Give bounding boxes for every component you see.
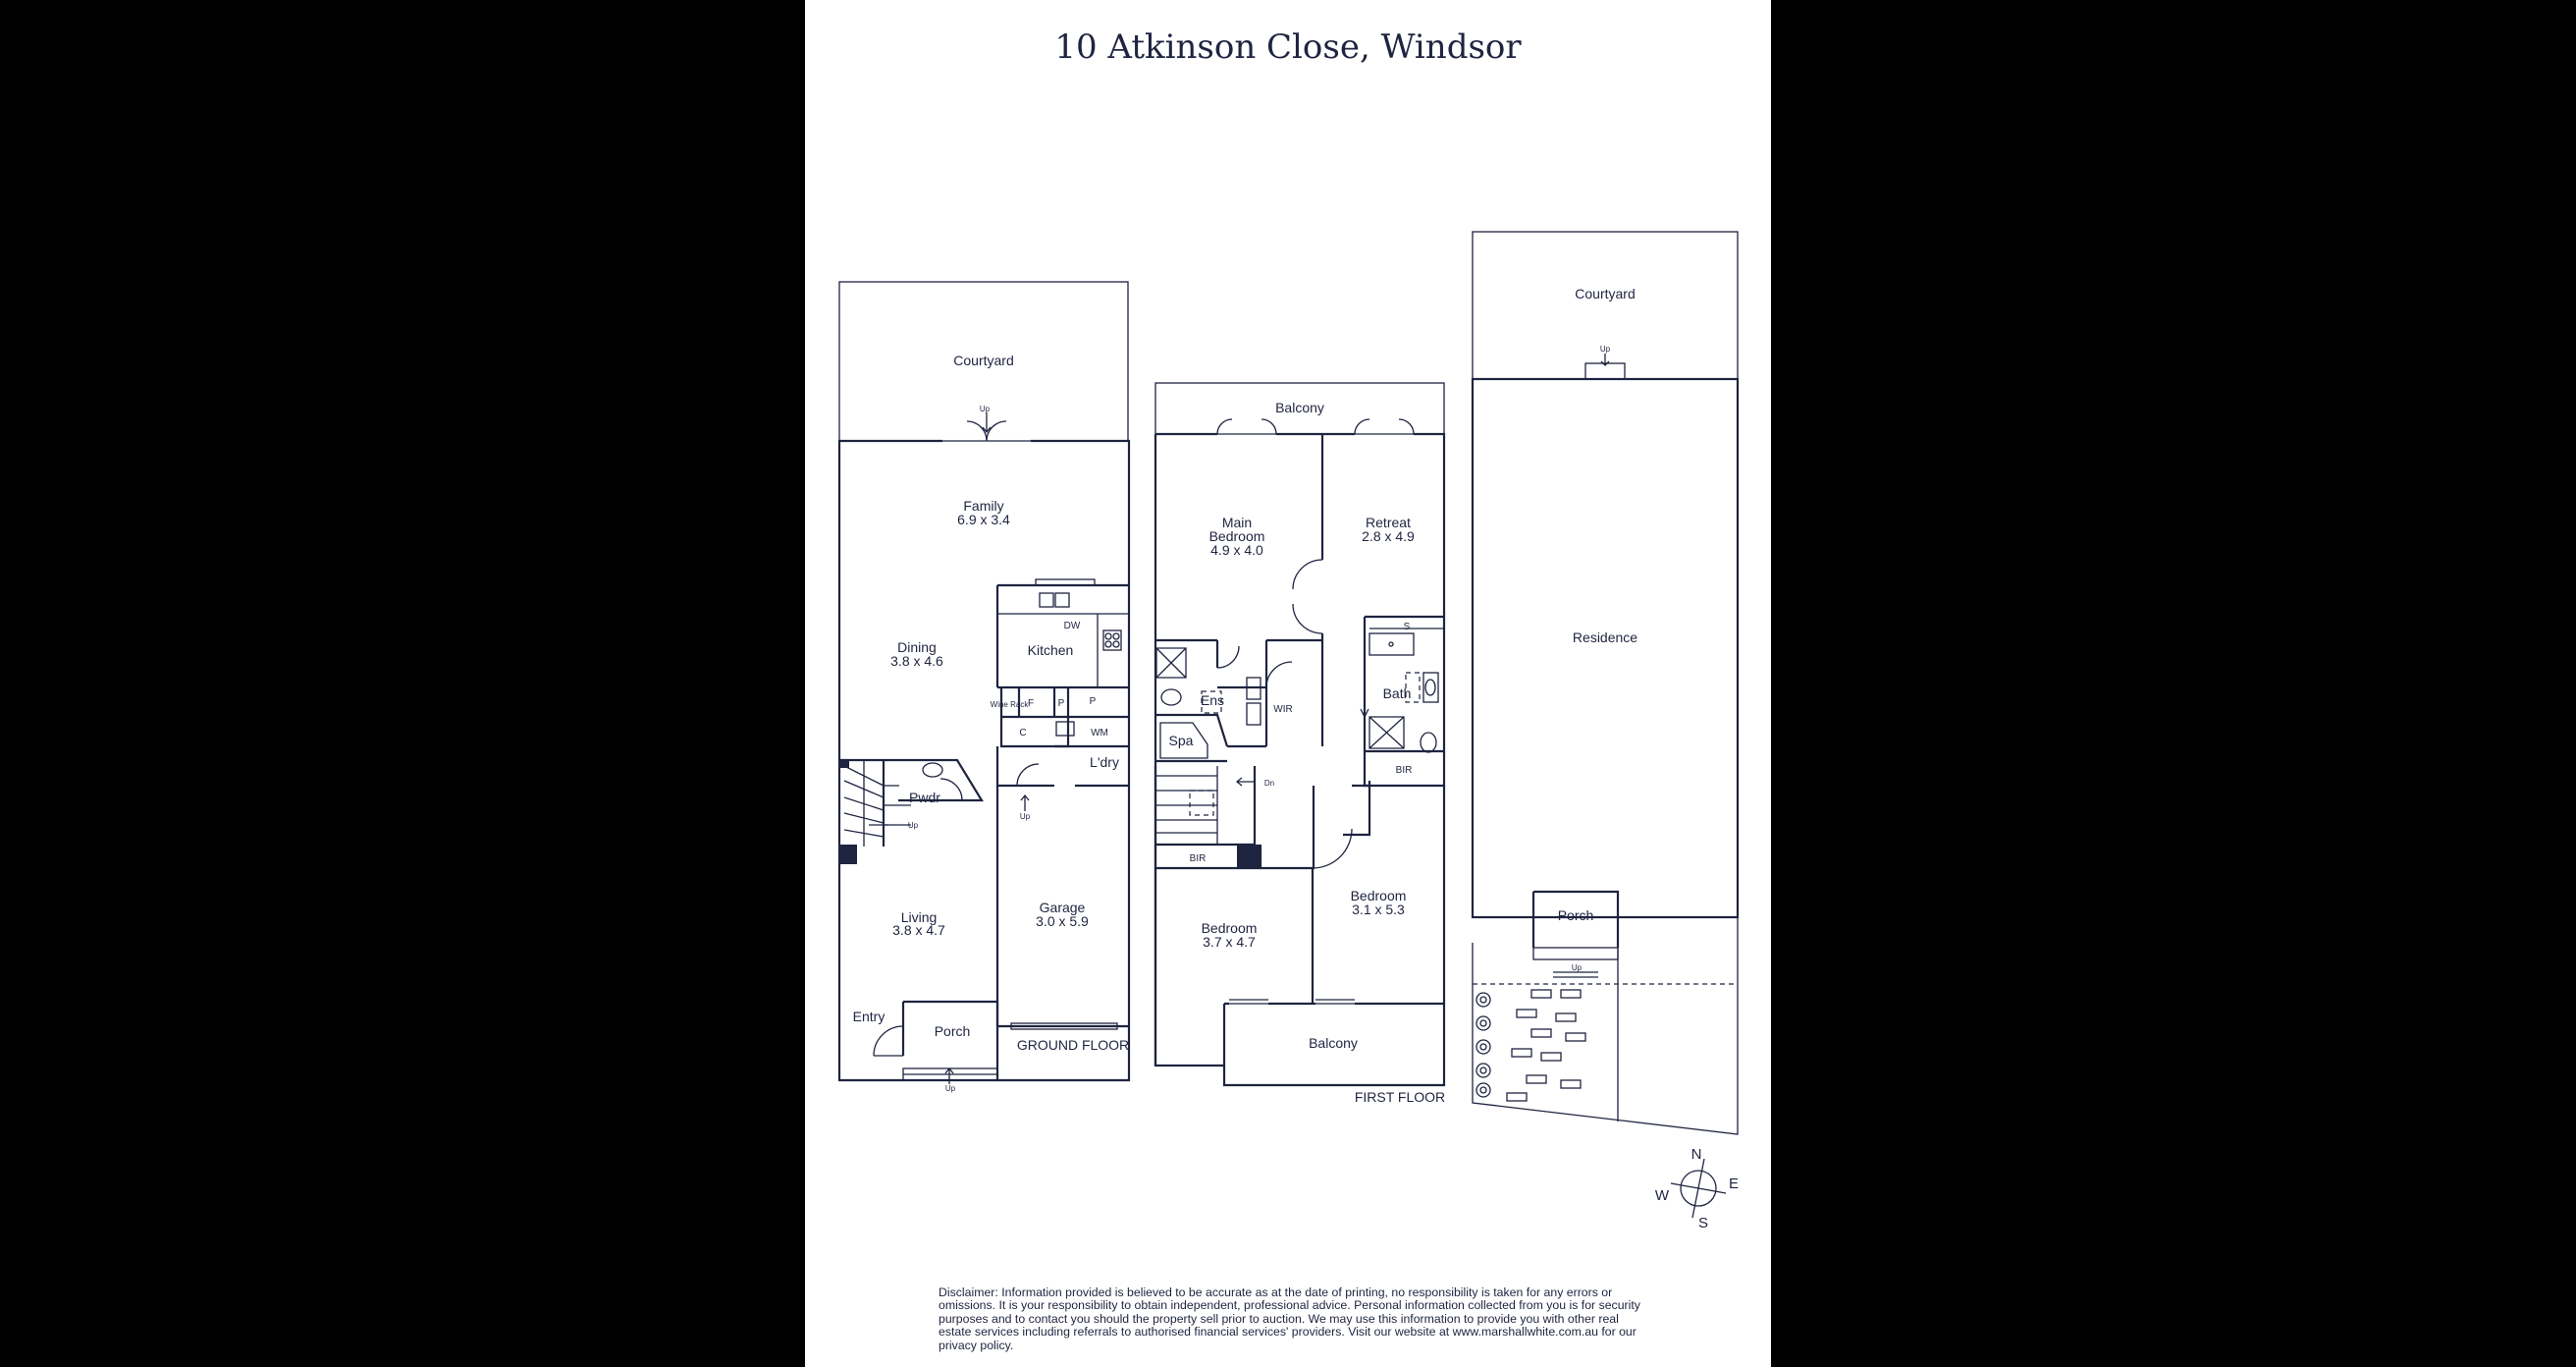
property-address-title: 10 Atkinson Close, Windsor — [1054, 27, 1522, 67]
label-pwdr: Pwdr — [909, 790, 940, 805]
label-bir-right: BIR — [1396, 765, 1413, 776]
label-up-porch: Up — [945, 1084, 956, 1093]
label-retreat: Retreat — [1366, 515, 1411, 530]
label-dw: DW — [1064, 621, 1081, 631]
compass-s: S — [1698, 1215, 1708, 1231]
label-bir-left: BIR — [1190, 853, 1207, 864]
label-dn: Dn — [1264, 779, 1274, 788]
label-garage-dim: 3.0 x 5.9 — [1036, 913, 1089, 929]
label-living: Living — [901, 909, 938, 925]
label-ground-floor: GROUND FLOOR — [1017, 1037, 1129, 1053]
label-wir: WIR — [1273, 704, 1292, 715]
label-courtyard-ground: Courtyard — [953, 353, 1013, 368]
label-family-dim: 6.9 x 3.4 — [957, 512, 1010, 527]
ground-floor-labels: Courtyard Family 6.9 x 3.4 Dining 3.8 x … — [853, 353, 1130, 1093]
label-ens: Ens — [1201, 692, 1224, 708]
label-balcony-front: Balcony — [1309, 1035, 1358, 1051]
floorplan-sheet: 10 Atkinson Close, Windsor — [805, 0, 1771, 1367]
label-up-site-courtyard: Up — [1600, 345, 1611, 354]
label-garage: Garage — [1040, 900, 1086, 915]
label-first-floor: FIRST FLOOR — [1355, 1089, 1445, 1105]
label-bedroom-left: Bedroom — [1202, 920, 1258, 936]
label-laundry: L'dry — [1090, 754, 1119, 770]
label-residence: Residence — [1573, 629, 1637, 645]
label-family: Family — [963, 498, 1003, 514]
floor-plan-drawing: N E S W Courtyard Family 6.9 x 3.4 Dinin… — [837, 231, 1740, 1231]
label-retreat-dim: 2.8 x 4.9 — [1362, 528, 1415, 544]
site-plan — [1471, 231, 1740, 1135]
label-kitchen: Kitchen — [1028, 642, 1074, 658]
compass-n: N — [1691, 1146, 1702, 1163]
label-main-bed-2: Bedroom — [1209, 528, 1265, 544]
label-porch-ground: Porch — [935, 1023, 971, 1039]
ground-floor-plan — [837, 281, 1131, 1084]
label-bedroom-right: Bedroom — [1351, 888, 1407, 903]
compass-w: W — [1655, 1187, 1670, 1204]
label-wine-rack: Wine Rack — [991, 700, 1030, 709]
label-bedroom-right-dim: 3.1 x 5.3 — [1352, 902, 1405, 917]
label-p1: P — [1058, 698, 1065, 709]
label-balcony-rear: Balcony — [1275, 400, 1324, 415]
label-c: C — [1019, 728, 1026, 738]
label-bath: Bath — [1383, 685, 1412, 701]
label-wm: WM — [1091, 728, 1108, 738]
label-spa: Spa — [1169, 733, 1194, 748]
residence-outline — [1471, 377, 1740, 919]
label-main-bed-1: Main — [1222, 515, 1252, 530]
label-f: F — [1028, 698, 1034, 709]
disclaimer-text: Disclaimer: Information provided is beli… — [939, 1285, 1640, 1352]
label-p2: P — [1090, 696, 1097, 707]
label-bedroom-left-dim: 3.7 x 4.7 — [1203, 934, 1256, 950]
label-dining: Dining — [897, 639, 937, 655]
label-courtyard-site: Courtyard — [1575, 286, 1635, 301]
label-up-stair: Up — [908, 821, 919, 830]
label-entry: Entry — [853, 1009, 886, 1024]
site-plan-labels: Courtyard Residence Porch Up Up — [1558, 286, 1638, 972]
label-s: S — [1404, 622, 1411, 632]
label-up-courtyard: Up — [980, 405, 991, 413]
label-dining-dim: 3.8 x 4.6 — [890, 653, 943, 669]
ground-outer-wall — [837, 439, 1131, 1082]
label-main-bed-dim: 4.9 x 4.0 — [1210, 542, 1263, 558]
compass-rose: N E S W — [1655, 1146, 1739, 1231]
first-floor-labels: Balcony Main Bedroom 4.9 x 4.0 Retreat 2… — [1169, 400, 1446, 1105]
label-living-dim: 3.8 x 4.7 — [892, 922, 945, 938]
label-porch-site: Porch — [1558, 907, 1594, 923]
label-up-garage: Up — [1020, 812, 1031, 821]
label-up-site-porch: Up — [1572, 963, 1583, 972]
first-floor-plan — [1154, 382, 1446, 1087]
compass-e: E — [1729, 1176, 1739, 1192]
